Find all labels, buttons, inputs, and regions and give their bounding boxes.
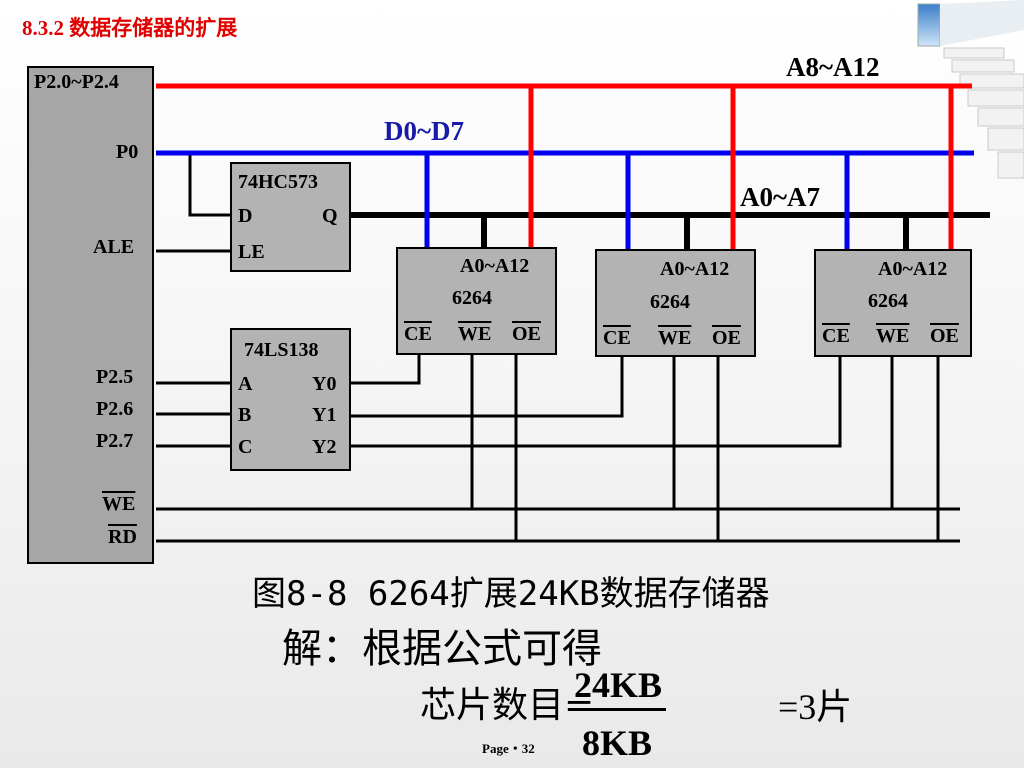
pin-p25-label: P2.5 <box>96 366 134 388</box>
pin-we-label: WE <box>102 493 136 515</box>
chip-we-label: WE <box>658 327 692 349</box>
decoder-y2-label: Y2 <box>312 436 337 458</box>
mcu-block <box>27 66 154 564</box>
pin-ale-label: ALE <box>93 236 135 258</box>
chip-name-label: 6264 <box>650 291 690 313</box>
chip-ce-label: CE <box>822 325 850 347</box>
page-number: Page・32 <box>482 741 535 756</box>
chip-ce-label: CE <box>603 327 631 349</box>
decoder-b-label: B <box>238 404 252 426</box>
decoder-name-label: 74LS138 <box>244 339 319 361</box>
slide-title: 8.3.2 数据存储器的扩展 <box>22 16 238 40</box>
chip-oe-label: OE <box>930 325 959 347</box>
latch-74hc573 <box>230 162 351 272</box>
figure-caption: 图8-8 6264扩展24KB数据存储器 <box>252 574 770 614</box>
chip-count-result: =3片 <box>778 687 853 727</box>
pin-rd-label: RD <box>108 526 137 548</box>
decoder-y1-label: Y1 <box>312 404 337 426</box>
pin-p26-label: P2.6 <box>96 398 134 420</box>
latch-le-label: LE <box>238 241 265 263</box>
latch-q-label: Q <box>322 205 338 227</box>
chip-address-label: A0~A12 <box>460 255 530 277</box>
decoder-c-label: C <box>238 436 253 458</box>
chip-oe-label: OE <box>512 323 541 345</box>
staircase-decoration <box>917 0 1024 179</box>
solution-intro: 解：根据公式可得 <box>282 626 602 672</box>
fraction-bar <box>570 708 666 711</box>
pin-p20-p24-label: P2.0~P2.4 <box>34 71 119 93</box>
latch-name-label: 74HC573 <box>238 171 318 193</box>
chip-name-label: 6264 <box>452 287 492 309</box>
decoder-y0-label: Y0 <box>312 373 337 395</box>
latch-d-label: D <box>238 205 253 227</box>
data-bus-label: D0~D7 <box>384 116 465 146</box>
addr-low-bus-label: A0~A7 <box>740 182 821 212</box>
fraction-numerator: 24KB <box>574 665 663 705</box>
memory-chip-6264 <box>396 247 557 355</box>
fraction-denominator: 8KB <box>582 723 653 763</box>
chip-address-label: A0~A12 <box>660 258 730 280</box>
chip-address-label: A0~A12 <box>878 258 948 280</box>
memory-chip-6264 <box>814 249 972 357</box>
chip-count-label: 芯片数目= <box>420 685 595 726</box>
memory-chip-6264 <box>595 249 756 357</box>
chip-we-label: WE <box>876 325 910 347</box>
decoder-74ls138 <box>230 328 351 471</box>
chip-we-label: WE <box>458 323 492 345</box>
chip-oe-label: OE <box>712 327 741 349</box>
chip-ce-label: CE <box>404 323 432 345</box>
chip-name-label: 6264 <box>868 290 908 312</box>
decoder-a-label: A <box>238 373 253 395</box>
addr-high-bus-label: A8~A12 <box>786 52 880 82</box>
pin-p0-label: P0 <box>116 141 139 163</box>
pin-p27-label: P2.7 <box>96 430 134 452</box>
